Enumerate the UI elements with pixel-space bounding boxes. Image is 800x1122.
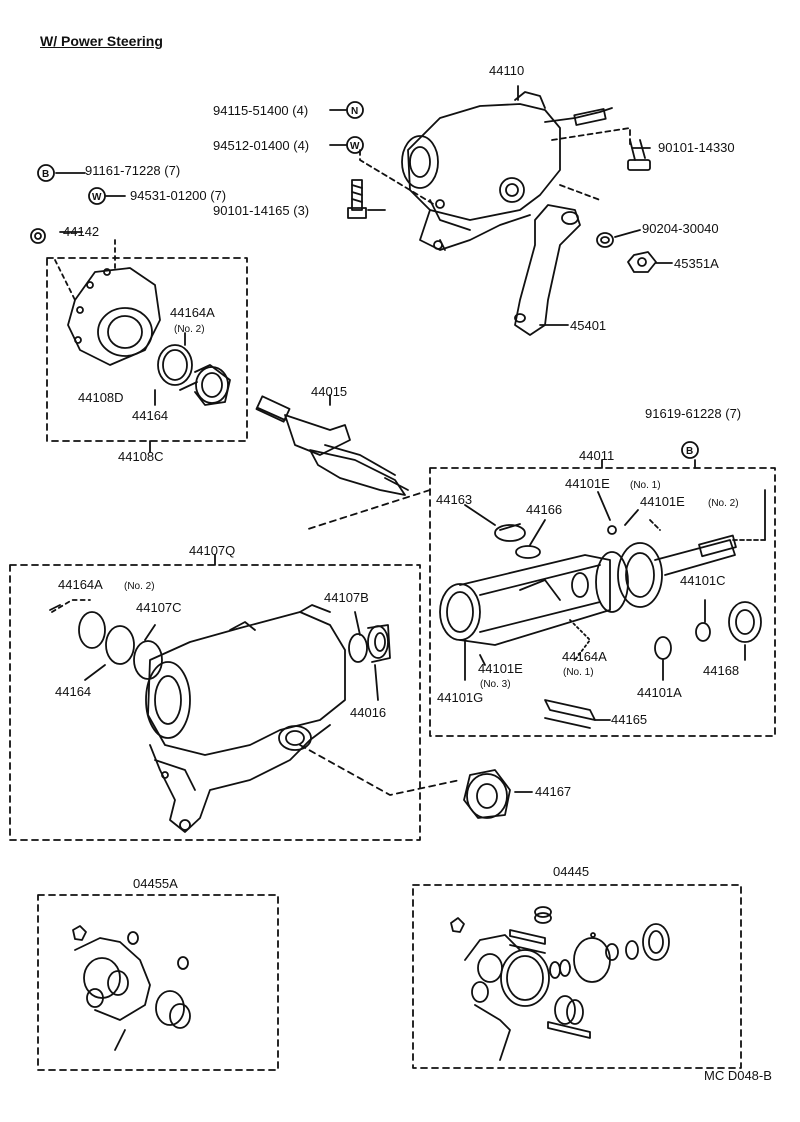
part-label-44164A-left: 44164A [58,577,103,592]
part-label-94531-01200: 94531-01200 (7) [130,188,227,203]
symbol-w-label-2: W [92,192,102,203]
piston-assembly-44011 [439,523,762,729]
part-label-44142: 44142 [63,224,100,239]
part-label-44101A: 44101A [637,685,682,700]
diagram-title: W/ Power Steering [40,33,163,49]
part-label-44107B: 44107B [324,590,369,605]
group-box-04445 [412,884,742,1069]
part-label-04455A: 04455A [133,876,178,891]
part-label-44167: 44167 [535,784,572,799]
part-note-no1-b: (No. 1) [563,667,594,678]
part-label-91619-61228: 91619-61228 (7) [645,406,742,421]
symbol-b-label-top: B [42,169,50,180]
part-label-04445: 04445 [553,864,590,879]
seals-44107 [78,611,391,680]
part-note-no2-b: (No. 2) [708,498,739,509]
pitman-arm [514,204,581,336]
part-label-44101G: 44101G [437,690,484,705]
part-label-44016: 44016 [350,705,387,720]
part-label-94512-01400: 94512-01400 (4) [213,138,310,153]
seal-and-bearing-44164 [157,344,231,406]
group-box-44108C [46,257,248,442]
part-note-no2-c: (No. 2) [124,581,155,592]
steering-gear-top-assembly [401,91,613,251]
symbol-b-label-mid: B [686,446,694,457]
part-label-44164A-mid: 44164A [562,649,607,664]
part-label-44108D: 44108D [78,390,124,405]
part-label-91161-71228: 91161-71228 (7) [85,163,181,178]
kit-04455A-parts [72,925,191,1051]
part-label-44101E-no1: 44101E [565,476,610,491]
group-box-44107Q [9,564,421,841]
leader-lines-44107 [49,599,533,796]
part-label-44101C: 44101C [680,573,726,588]
symbol-n-label: N [351,106,359,117]
part-label-45351A: 45351A [674,256,719,271]
ring-44167 [463,769,511,819]
part-label-44166: 44166 [526,502,563,517]
part-note-no3: (No. 3) [480,679,511,690]
part-label-44164-left: 44164 [55,684,92,699]
footer-drawing-code: MC D048-B [704,1068,772,1083]
part-label-44165: 44165 [611,712,648,727]
part-note-no1-a: (No. 1) [630,480,661,491]
kit-04445-parts [450,906,670,1061]
symbol-circles [37,101,699,459]
part-label-44015: 44015 [311,384,348,399]
symbol-w-label: W [350,141,360,152]
part-label-90101-14330: 90101-14330 [658,140,735,155]
group-box-44011 [429,467,776,737]
part-label-44011: 44011 [579,448,615,463]
part-label-44164A-top: 44164A [170,305,215,320]
part-label-44108C: 44108C [118,449,164,464]
part-label-44107Q: 44107Q [189,543,236,558]
part-label-94115-51400: 94115-51400 (4) [213,103,309,118]
group-box-04455A [37,894,279,1071]
leader-lines-44011 [464,489,766,721]
part-note-no2-top: (No. 2) [174,324,205,335]
part-label-44164-top: 44164 [132,408,169,423]
part-label-90101-14165: 90101-14165 (3) [213,203,310,218]
bolts-and-nuts-top [347,139,657,273]
worm-shaft-44015 [255,394,409,496]
part-label-45401: 45401 [570,318,607,333]
leader-lines-44108 [54,239,186,453]
leader-lines-top [55,85,673,326]
gear-housing-44107C [145,604,346,833]
part-label-44110: 44110 [489,63,525,78]
part-label-44107C: 44107C [136,600,182,615]
housing-44108D [30,228,161,366]
part-label-44168: 44168 [703,663,740,678]
part-label-44101E-no2: 44101E [640,494,685,509]
part-label-90204-30040: 90204-30040 [642,221,719,236]
part-label-44163: 44163 [436,492,473,507]
part-label-44101E-no3: 44101E [478,661,523,676]
